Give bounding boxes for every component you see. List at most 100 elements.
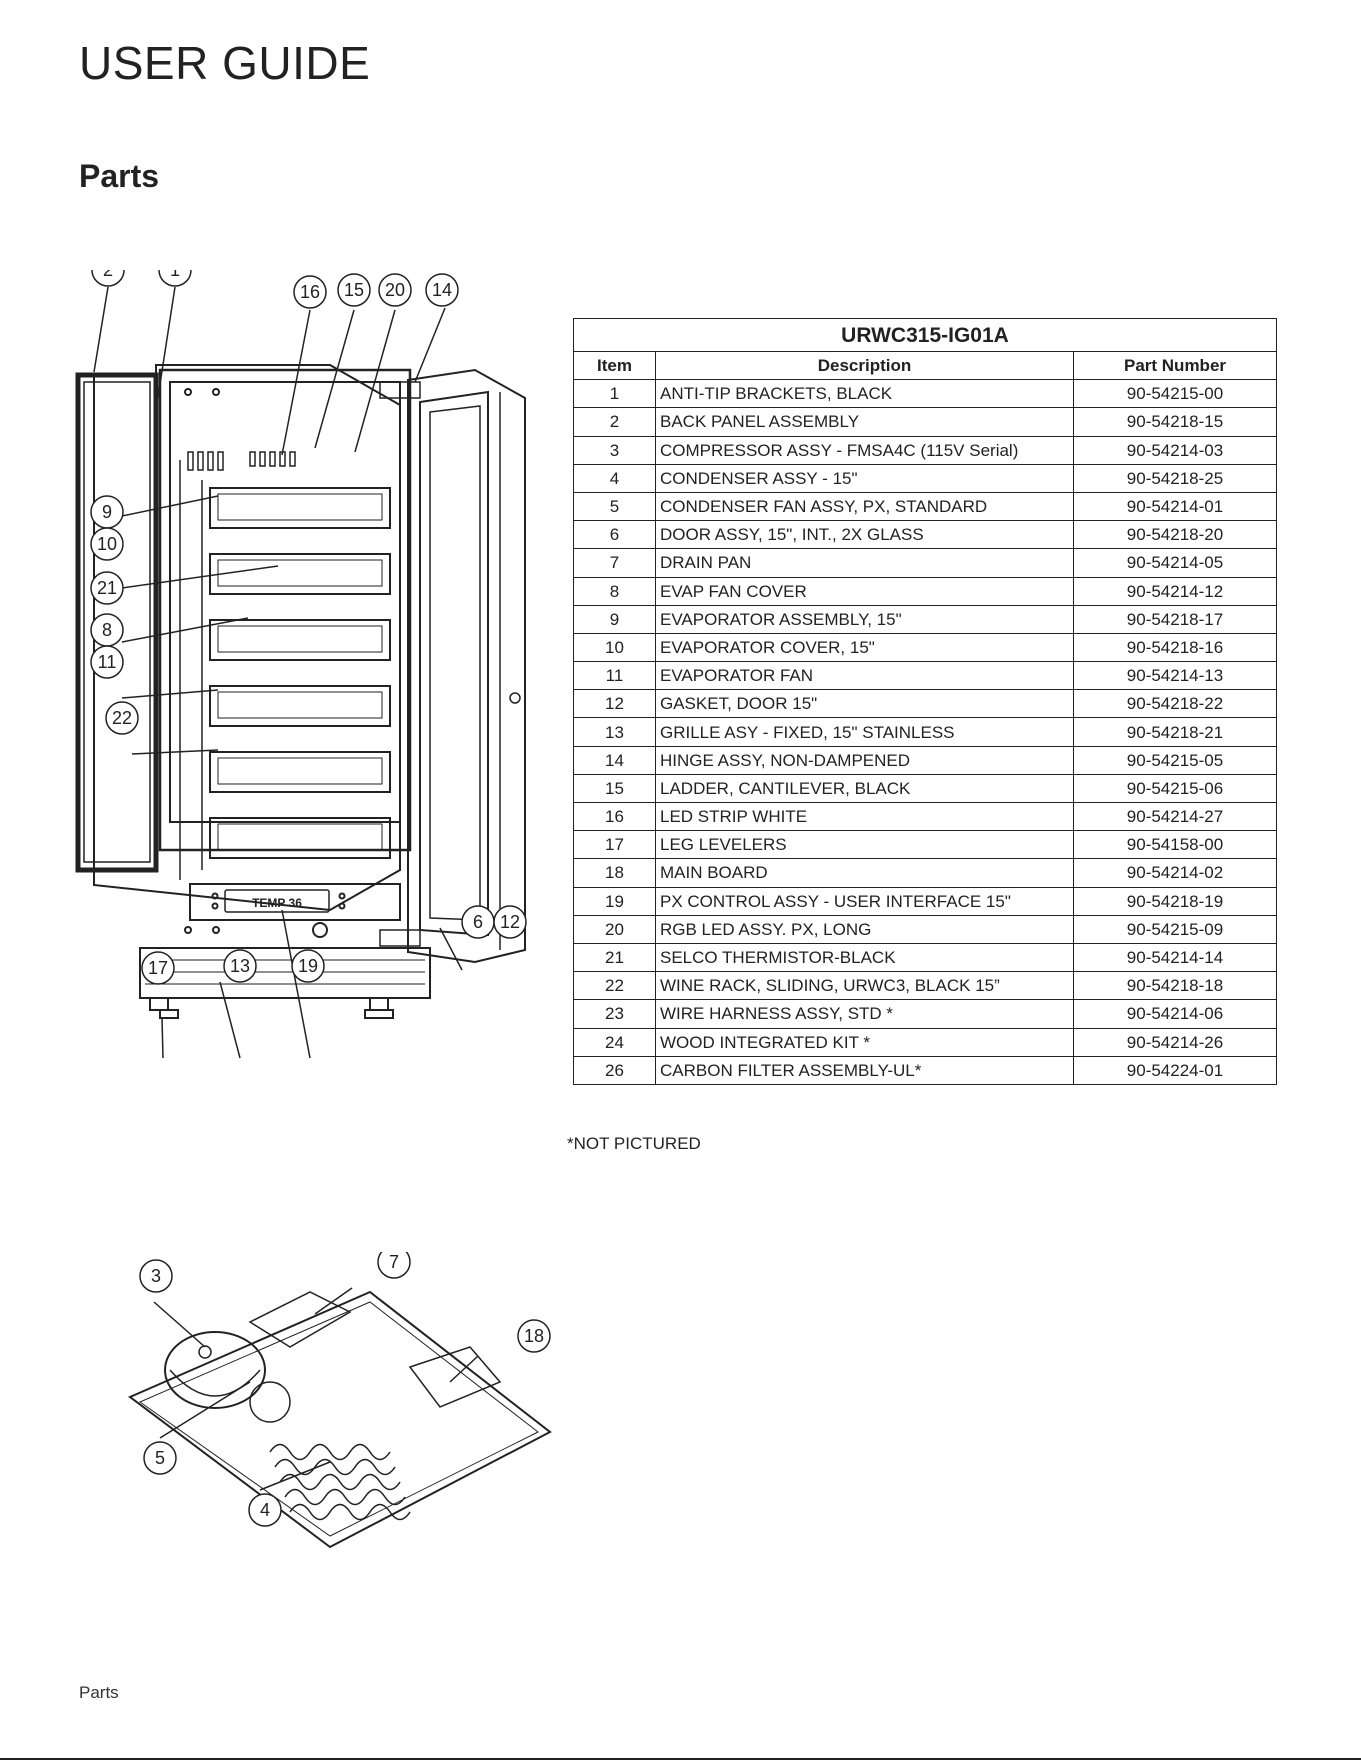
part-number-cell: 90-54158-00 — [1073, 830, 1277, 860]
item-cell: 10 — [573, 632, 656, 663]
item-cell: 16 — [573, 801, 656, 832]
item-cell: 22 — [573, 971, 656, 1001]
part-number-cell: 90-54214-13 — [1073, 661, 1277, 691]
description-cell: ANTI-TIP BRACKETS, BLACK — [655, 379, 1074, 409]
item-cell: 6 — [573, 520, 656, 550]
description-cell: WINE RACK, SLIDING, URWC3, BLACK 15” — [655, 971, 1074, 1001]
footer-rule — [0, 1758, 1361, 1760]
part-number-cell: 90-54214-02 — [1073, 858, 1277, 888]
part-number-cell: 90-54218-25 — [1073, 463, 1277, 493]
callout-12: 12 — [500, 912, 520, 932]
column-header-part-number: Part Number — [1073, 350, 1277, 381]
description-cell: COMPRESSOR ASSY - FMSA4C (115V Serial) — [655, 435, 1074, 465]
description-cell: EVAP FAN COVER — [655, 576, 1074, 606]
callout-13: 13 — [230, 956, 250, 976]
part-number-cell: 90-54218-18 — [1073, 971, 1277, 1001]
part-number-cell: 90-54214-05 — [1073, 548, 1277, 578]
item-cell: 2 — [573, 407, 656, 437]
part-number-cell: 90-54218-17 — [1073, 604, 1277, 634]
description-cell: GASKET, DOOR 15" — [655, 689, 1074, 719]
item-cell: 8 — [573, 576, 656, 606]
callout-4: 4 — [260, 1500, 270, 1520]
page-title: USER GUIDE — [79, 37, 371, 89]
control-display-text: TEMP 36 — [252, 896, 302, 910]
item-cell: 3 — [573, 435, 656, 465]
description-cell: LED STRIP WHITE — [655, 801, 1074, 832]
item-cell: 4 — [573, 463, 656, 493]
item-cell: 21 — [573, 942, 656, 973]
callout-8: 8 — [102, 620, 112, 640]
description-cell: HINGE ASSY, NON-DAMPENED — [655, 745, 1074, 775]
callout-7: 7 — [389, 1252, 399, 1272]
callout-20: 20 — [385, 280, 405, 300]
item-cell: 17 — [573, 830, 656, 860]
item-cell: 24 — [573, 1027, 656, 1057]
callout-21: 21 — [97, 578, 117, 598]
part-number-cell: 90-54214-27 — [1073, 801, 1277, 832]
callout-1: 1 — [170, 270, 180, 280]
part-number-cell: 90-54215-06 — [1073, 773, 1277, 804]
item-cell: 18 — [573, 858, 656, 888]
callout-2: 2 — [103, 270, 113, 280]
part-number-cell: 90-54214-01 — [1073, 491, 1277, 522]
part-number-cell: 90-54215-09 — [1073, 914, 1277, 944]
item-cell: 23 — [573, 999, 656, 1029]
item-cell: 11 — [573, 661, 656, 691]
part-number-cell: 90-54218-16 — [1073, 632, 1277, 663]
part-number-cell: 90-54214-06 — [1073, 999, 1277, 1029]
wine-cooler-diagram: TEMP 36 — [70, 253, 550, 1110]
item-cell: 13 — [573, 717, 656, 747]
description-cell: BACK PANEL ASSEMBLY — [655, 407, 1074, 437]
base-assembly-diagram: 3 7 18 5 4 — [120, 1245, 560, 1562]
not-pictured-note: *NOT PICTURED — [567, 1134, 701, 1153]
part-number-cell: 90-54214-12 — [1073, 576, 1277, 606]
callout-16: 16 — [300, 282, 320, 302]
part-number-cell: 90-54215-00 — [1073, 379, 1277, 409]
item-cell: 9 — [573, 604, 656, 634]
description-cell: LADDER, CANTILEVER, BLACK — [655, 773, 1074, 804]
part-number-cell: 90-54218-20 — [1073, 520, 1277, 550]
description-cell: EVAPORATOR ASSEMBLY, 15" — [655, 604, 1074, 634]
description-cell: DOOR ASSY, 15", INT., 2X GLASS — [655, 520, 1074, 550]
part-number-cell: 90-54218-21 — [1073, 717, 1277, 747]
description-cell: WIRE HARNESS ASSY, STD * — [655, 999, 1074, 1029]
item-cell: 7 — [573, 548, 656, 578]
part-number-cell: 90-54218-19 — [1073, 886, 1277, 916]
item-cell: 15 — [573, 773, 656, 804]
part-number-cell: 90-54218-22 — [1073, 689, 1277, 719]
description-cell: MAIN BOARD — [655, 858, 1074, 888]
callout-19: 19 — [298, 956, 318, 976]
callout-3: 3 — [151, 1266, 161, 1286]
description-cell: CONDENSER FAN ASSY, PX, STANDARD — [655, 491, 1074, 522]
description-cell: SELCO THERMISTOR-BLACK — [655, 942, 1074, 973]
table-title: URWC315-IG01A — [573, 318, 1277, 352]
column-header-item: Item — [573, 350, 656, 381]
item-cell: 19 — [573, 886, 656, 916]
part-number-cell: 90-54214-26 — [1073, 1027, 1277, 1057]
description-cell: RGB LED ASSY. PX, LONG — [655, 914, 1074, 944]
description-cell: GRILLE ASY - FIXED, 15" STAINLESS — [655, 717, 1074, 747]
description-cell: LEG LEVELERS — [655, 830, 1074, 860]
parts-table: URWC315-IG01A Item Description Part Numb… — [573, 318, 1277, 1085]
description-cell: DRAIN PAN — [655, 548, 1074, 578]
